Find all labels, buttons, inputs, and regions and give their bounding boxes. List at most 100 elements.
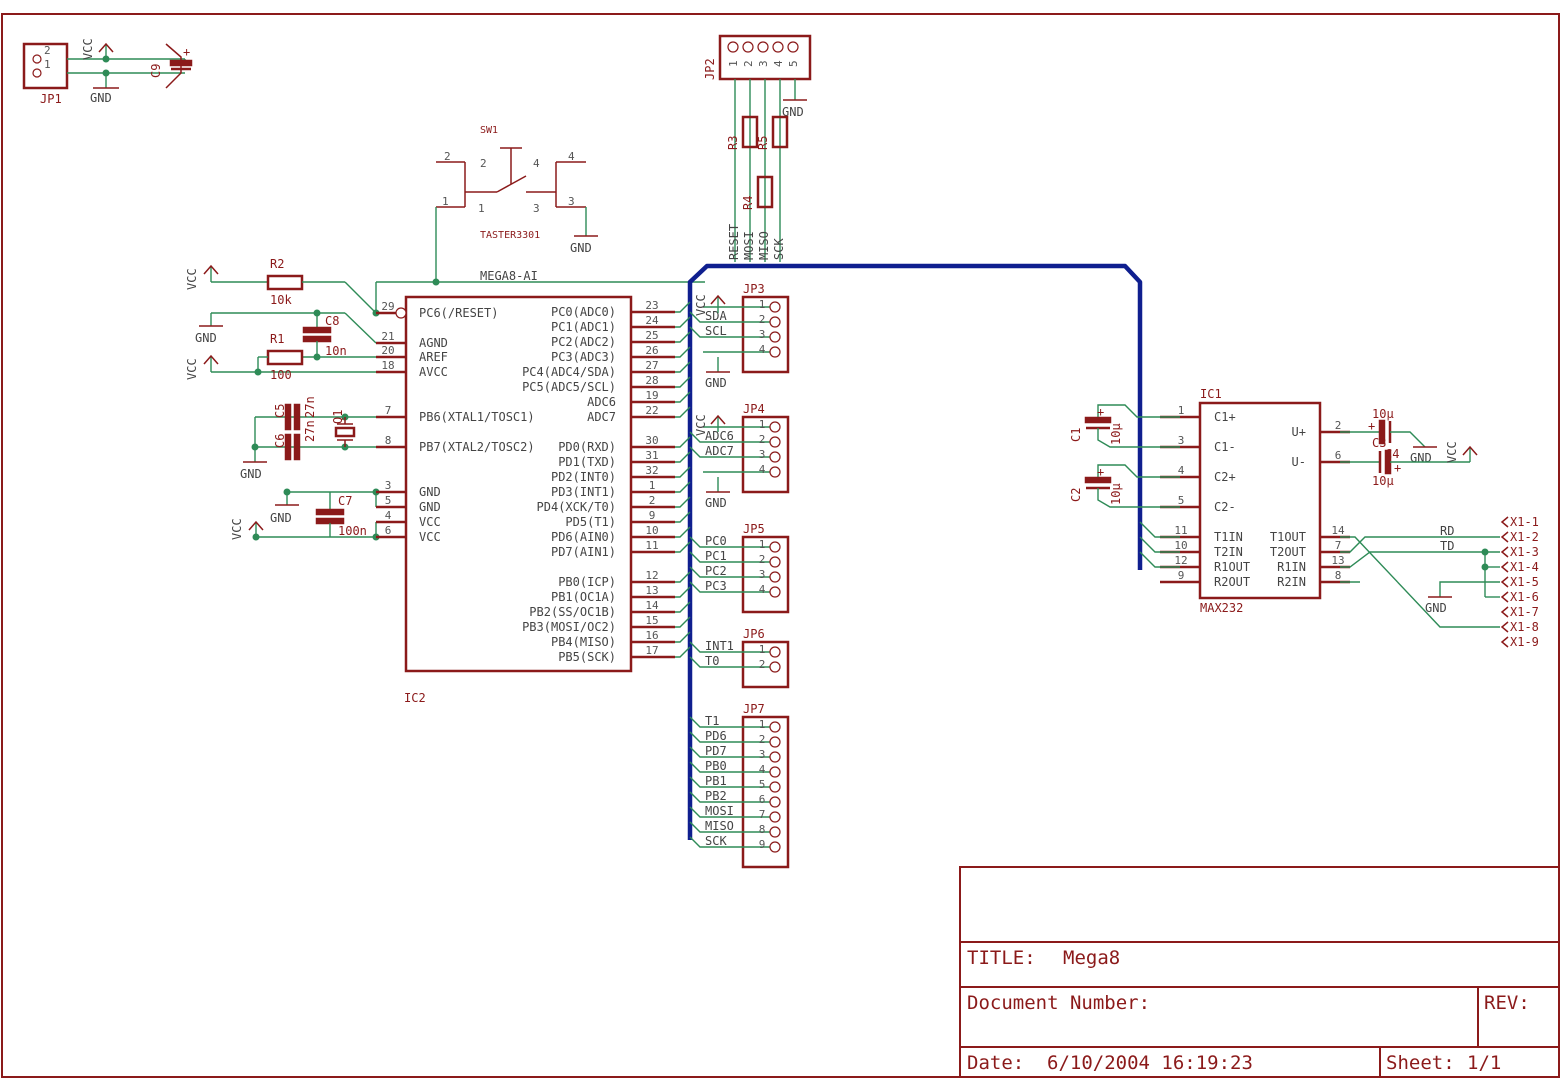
ic2-pin-name: PC2(ADC2) xyxy=(551,335,616,349)
x1-pin-symbol xyxy=(1500,576,1509,588)
jp7-pin xyxy=(769,841,781,853)
ic2-pin-num: 6 xyxy=(385,524,392,537)
jp7-net-label: MISO xyxy=(705,819,734,833)
bus-entry xyxy=(675,361,691,373)
ic2-pin-name: PC5(ADC5/SCL) xyxy=(522,380,616,394)
ic2-pin-name: AVCC xyxy=(419,365,448,379)
ic2-pin-name: PD6(AIN0) xyxy=(551,530,616,544)
c4-plus: + xyxy=(1394,461,1401,475)
bus-entry xyxy=(689,821,703,833)
ic2-pin-num: 11 xyxy=(645,539,658,552)
ic2-pin-num: 32 xyxy=(645,464,658,477)
ic2-value: MEGA8-AI xyxy=(480,269,538,283)
ic2-pin-num: 26 xyxy=(645,344,658,357)
ic1-pin-name: R2OUT xyxy=(1214,575,1250,589)
jp5-pin-num: 3 xyxy=(759,568,766,581)
ic2-pin-name: AREF xyxy=(419,350,448,364)
analog-supply: GND C8 10n VCC R1 100 xyxy=(185,309,377,382)
c1-value: 10µ xyxy=(1109,423,1123,445)
bus-entry xyxy=(675,631,691,643)
jp4-name: JP4 xyxy=(743,402,765,416)
jp4-pin xyxy=(769,451,781,463)
q1-name: Q1 xyxy=(331,410,345,424)
bus-entry xyxy=(675,346,691,358)
x1-pin-label: X1-3 xyxy=(1510,545,1539,559)
ic2-pin-name: PC6(/RESET) xyxy=(419,306,498,320)
jp7-name: JP7 xyxy=(743,702,765,716)
jp4-pin-num: 1 xyxy=(759,418,766,431)
bus-entry xyxy=(675,601,691,613)
x1-gnd-label: GND xyxy=(1425,601,1447,615)
agnd-gnd-label: GND xyxy=(195,331,217,345)
jp7-pin xyxy=(769,796,781,808)
x1-pin-label: X1-9 xyxy=(1510,635,1539,649)
ic2-pin-name: GND xyxy=(419,500,441,514)
ic2-pin-num: 20 xyxy=(381,344,394,357)
sw1-value: TASTER3301 xyxy=(480,230,540,241)
bus-entry xyxy=(689,776,703,788)
ic2-pin-name: PB6(XTAL1/TOSC1) xyxy=(419,410,535,424)
jp5-pin xyxy=(769,571,781,583)
c9-plus: + xyxy=(183,45,190,59)
date-label: Date: xyxy=(967,1052,1024,1074)
jp3-gnd-label: GND xyxy=(705,376,727,390)
bus-entry xyxy=(675,616,691,628)
ic1-pin-num: 5 xyxy=(1178,494,1185,507)
decoupling-gnd-label: GND xyxy=(270,511,292,525)
c1-name: C1 xyxy=(1069,428,1083,442)
net-td: TD xyxy=(1440,539,1454,553)
x1-pin-label: X1-4 xyxy=(1510,560,1539,574)
ic1-pin-name: U- xyxy=(1292,455,1306,469)
jp7-pin-num: 9 xyxy=(759,838,766,851)
bus-entry xyxy=(675,571,691,583)
bus-entries xyxy=(675,301,691,658)
bus-entry xyxy=(689,836,703,848)
ic2-pin-name: PB2(SS/OC1B) xyxy=(529,605,616,619)
jp7-pin-num: 6 xyxy=(759,793,766,806)
jp7-net-label: SCK xyxy=(705,834,727,848)
jp5-net-label: PC0 xyxy=(705,534,727,548)
ic2-name: IC2 xyxy=(404,691,426,705)
bus-entry xyxy=(675,331,691,343)
ic2-pin-name: VCC xyxy=(419,530,441,544)
r1-value: 100 xyxy=(270,368,292,382)
ic2-pin-num: 1 xyxy=(649,479,656,492)
jp7-pin-num: 5 xyxy=(759,778,766,791)
ic1-pin-name: U+ xyxy=(1292,425,1306,439)
jp3-net-label: SCL xyxy=(705,324,727,338)
ic2-pin-name: PC1(ADC1) xyxy=(551,320,616,334)
ic1-pin-num: 4 xyxy=(1178,464,1185,477)
c5-value: 27n xyxy=(303,396,317,418)
jp7-pin-num: 4 xyxy=(759,763,766,776)
r2-value: 10k xyxy=(270,293,292,307)
bus-entry xyxy=(689,791,703,803)
jp1-vcc-label: VCC xyxy=(81,38,95,60)
jp7-pin xyxy=(769,736,781,748)
ic1-name: IC1 xyxy=(1200,387,1222,401)
reset-network: MEGA8-AI VCC R2 10k xyxy=(185,257,705,317)
ic2-pin-name: GND xyxy=(419,485,441,499)
ic2-pin-num: 24 xyxy=(645,314,659,327)
jp3-pin xyxy=(769,301,781,313)
ic2-pin-name: PD2(INT0) xyxy=(551,470,616,484)
ic2-pin-num: 18 xyxy=(381,359,394,372)
bus-entry xyxy=(675,391,691,403)
signal-bus xyxy=(687,263,1143,840)
sheet-value: 1/1 xyxy=(1467,1052,1501,1074)
r1-vcc-label: VCC xyxy=(185,358,199,380)
bus-entry xyxy=(675,376,691,388)
ic1-pin-num: 11 xyxy=(1174,524,1187,537)
ic1-pin-num: 6 xyxy=(1335,449,1342,462)
jp3-body xyxy=(741,295,790,374)
jp7-net-label: PB2 xyxy=(705,789,727,803)
bus-entry xyxy=(675,496,691,508)
ic2-pin-name: PB5(SCK) xyxy=(558,650,616,664)
x1-pin-symbol xyxy=(1500,561,1509,573)
ic2-pin-num: 28 xyxy=(645,374,658,387)
jp3-pin xyxy=(769,346,781,358)
c3-gnd-label: GND xyxy=(1410,451,1432,465)
x1-pin-symbol xyxy=(1500,621,1509,633)
sheet-label: Sheet: xyxy=(1386,1052,1455,1074)
c4-vcc-label: VCC xyxy=(1445,441,1459,463)
